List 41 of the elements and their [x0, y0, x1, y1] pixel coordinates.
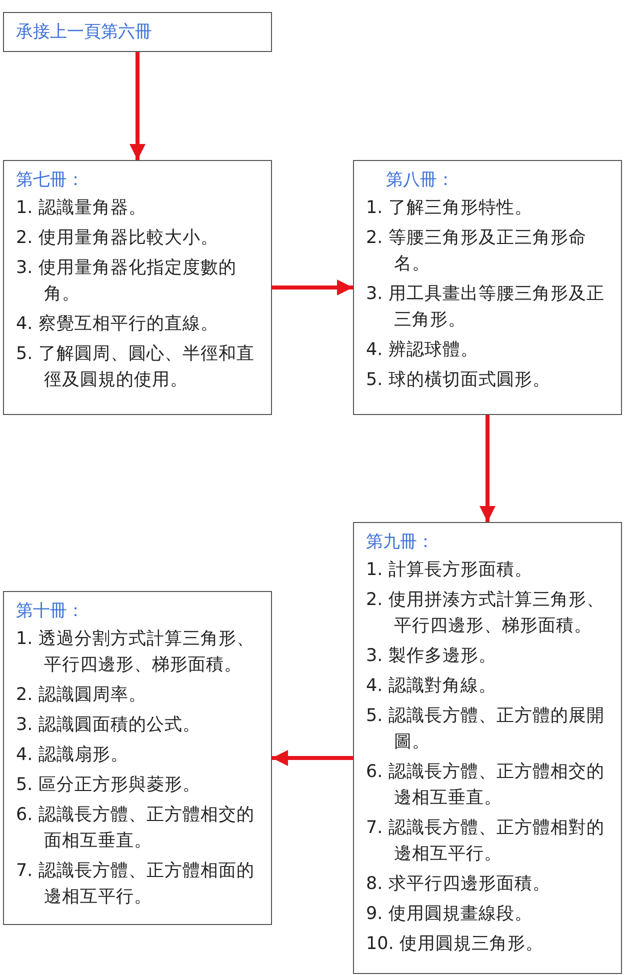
- list-item: 8. 求平行四邊形面積。: [366, 873, 552, 896]
- list-item: 4. 察覺互相平行的直線。: [16, 313, 220, 336]
- list-item: 9. 使用圓規畫線段。: [366, 903, 534, 926]
- heading: 第八冊：: [385, 169, 455, 192]
- list-item: 6. 認識長方體、正方體相交的面相互垂直。: [16, 804, 256, 853]
- list-item: 5. 區分正方形與菱形。: [16, 774, 202, 797]
- list-item: 1. 了解三角形特性。: [366, 197, 534, 220]
- list-item: 3. 製作多邊形。: [366, 645, 498, 668]
- list-item: 7. 認識長方體、正方體相面的邊相互平行。: [16, 860, 256, 909]
- list-item: 7. 認識長方體、正方體相對的邊相互平行。: [366, 817, 606, 866]
- list-item: 2. 認識圓周率。: [16, 684, 148, 707]
- list-item: 5. 認識長方體、正方體的展開圖。: [366, 705, 606, 754]
- list-item: 4. 認識對角線。: [366, 675, 498, 698]
- heading: 第七冊：: [16, 169, 85, 192]
- heading: 第十冊：: [16, 600, 85, 623]
- content-box: [353, 522, 622, 974]
- list-item: 1. 認識量角器。: [16, 197, 148, 220]
- list-item: 3. 認識圓面積的公式。: [16, 714, 202, 737]
- heading: 第九冊：: [366, 531, 435, 554]
- arrow: [480, 415, 496, 522]
- content-box: [3, 591, 272, 925]
- arrow: [272, 750, 353, 766]
- heading: 承接上一頁第六冊: [16, 21, 153, 44]
- content-box: [3, 160, 272, 415]
- list-item: 3. 用工具畫出等腰三角形及正三角形。: [366, 283, 606, 332]
- content-box: [353, 160, 622, 415]
- list-item: 1. 計算長方形面積。: [366, 559, 534, 582]
- list-item: 4. 辨認球體。: [366, 339, 480, 362]
- list-item: 2. 使用拼湊方式計算三角形、平行四邊形、梯形面積。: [366, 589, 606, 638]
- list-item: 10. 使用圓規三角形。: [366, 933, 544, 956]
- arrow: [272, 280, 353, 296]
- list-item: 1. 透過分割方式計算三角形、平行四邊形、梯形面積。: [16, 628, 256, 677]
- list-item: 3. 使用量角器化指定度數的角。: [16, 257, 238, 306]
- list-item: 2. 使用量角器比較大小。: [16, 227, 220, 250]
- list-item: 6. 認識長方體、正方體相交的邊相互垂直。: [366, 761, 606, 810]
- list-item: 4. 認識扇形。: [16, 744, 130, 767]
- arrow: [130, 52, 146, 160]
- list-item: 2. 等腰三角形及正三角形命名。: [366, 227, 588, 276]
- list-item: 5. 了解圓周、圓心、半徑和直徑及圓規的使用。: [16, 343, 256, 392]
- list-item: 5. 球的橫切面式圓形。: [366, 369, 552, 392]
- content-box: [3, 12, 272, 52]
